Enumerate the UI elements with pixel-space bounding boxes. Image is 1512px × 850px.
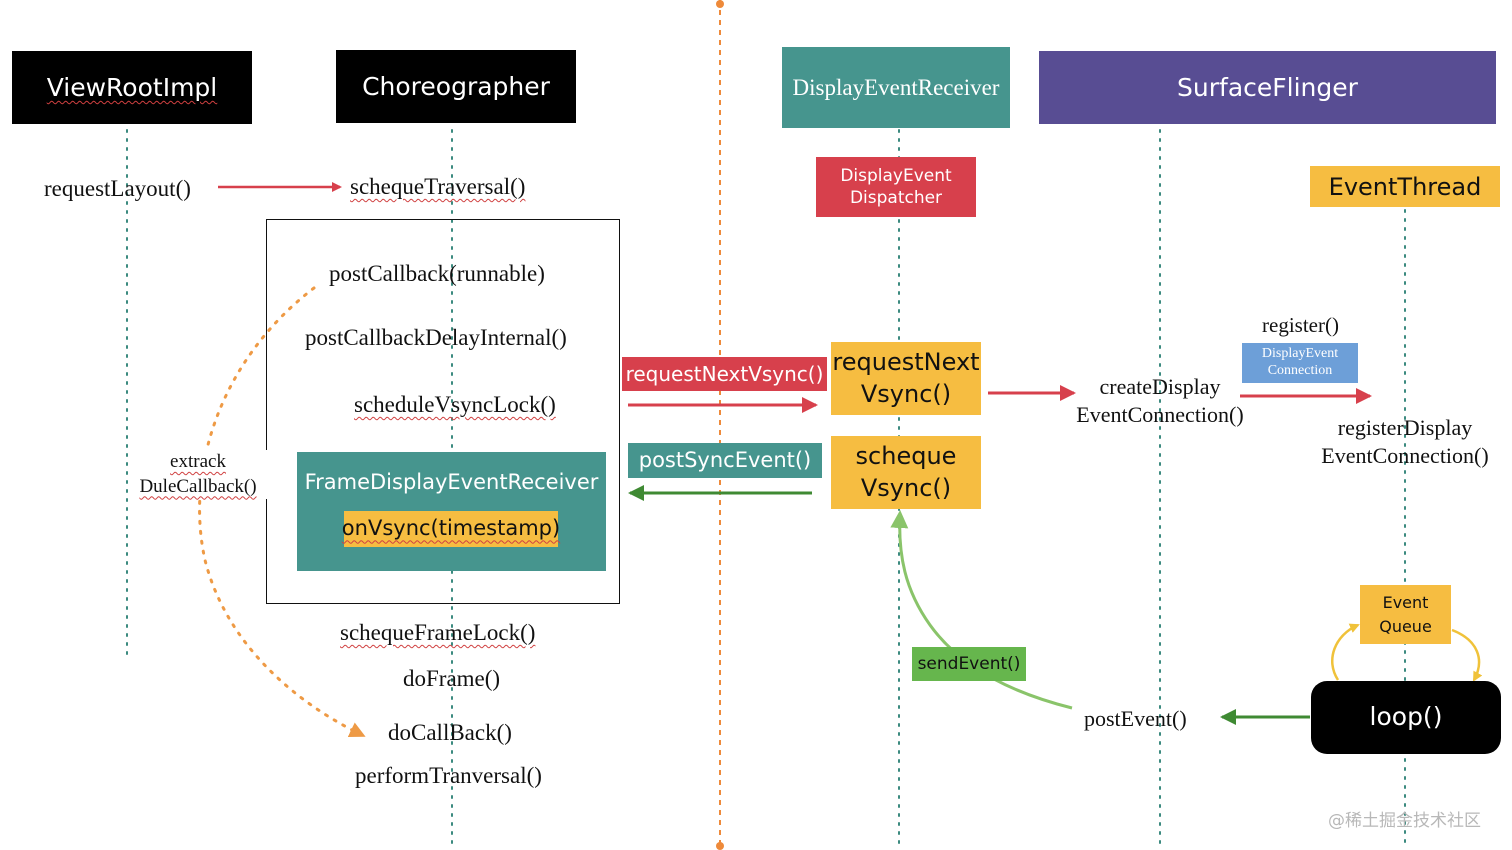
header-surfaceflinger-label: SurfaceFlinger <box>1177 73 1358 102</box>
display-event-connection-box: DisplayEvent Connection <box>1242 343 1358 383</box>
call-create-connection: createDisplay EventConnection() <box>1065 373 1255 428</box>
register-connection-line-2: EventConnection() <box>1321 442 1489 468</box>
event-queue-line-1: Event <box>1382 593 1429 613</box>
call-schedule-vsync-lock: scheduleVsyncLock() <box>354 392 556 417</box>
header-event-thread: EventThread <box>1310 166 1500 207</box>
send-event-label-text: sendEvent() <box>917 653 1021 674</box>
request-next-vsync-box: requestNext Vsync() <box>831 342 981 415</box>
arrow-extract-callback-curve <box>198 286 366 737</box>
watermark: @稀土掘金技术社区 <box>1328 811 1481 831</box>
dispatcher-line-1: DisplayEvent <box>840 165 952 186</box>
event-queue-line-2: Queue <box>1379 616 1432 636</box>
on-vsync-box: onVsync(timestamp) <box>341 511 561 547</box>
header-event-thread-label: EventThread <box>1328 172 1482 201</box>
frame-display-event-receiver-title: FrameDisplayEventReceiver <box>304 470 599 494</box>
frame-display-event-receiver-box: FrameDisplayEventReceiver onVsync(timest… <box>297 452 606 571</box>
header-viewrootimpl-label: ViewRootImpl <box>46 73 218 102</box>
call-register: register() <box>1262 313 1339 337</box>
send-event-label: sendEvent() <box>912 647 1026 681</box>
post-sync-event-label-text: postSyncEvent() <box>638 447 812 472</box>
call-scheque-traversal: schequeTraversal() <box>350 174 526 199</box>
call-do-frame: doFrame() <box>403 666 501 691</box>
header-display-event-receiver: DisplayEventReceiver <box>782 47 1010 128</box>
call-request-layout: requestLayout() <box>44 176 191 201</box>
loop-box: loop() <box>1311 681 1501 754</box>
process-boundary-bottom-dot <box>716 842 724 850</box>
create-connection-line-1: createDisplay <box>1099 374 1221 399</box>
extract-callback-line-2: DuleCallback() <box>139 475 257 497</box>
on-vsync-label: onVsync(timestamp) <box>341 516 561 541</box>
register-connection-line-1: registerDisplay <box>1337 415 1473 440</box>
arrow-send-event-curve <box>890 510 1073 710</box>
display-event-connection-line-2: Connection <box>1267 363 1333 378</box>
display-event-dispatcher-box: DisplayEvent Dispatcher <box>816 157 976 217</box>
scheque-vsync-box: scheque Vsync() <box>831 436 981 509</box>
dispatcher-line-2: Dispatcher <box>849 188 943 208</box>
header-choreographer-label: Choreographer <box>362 72 550 101</box>
header-viewrootimpl: ViewRootImpl <box>12 51 252 124</box>
call-scheque-frame-lock: schequeFrameLock() <box>340 620 536 645</box>
request-next-vsync-label-text: requestNextVsync() <box>625 362 824 386</box>
call-perform-traversal: performTranversal() <box>355 763 542 788</box>
header-surfaceflinger: SurfaceFlinger <box>1039 51 1496 124</box>
arrow-loop-to-queue <box>1331 623 1360 681</box>
arrow-queue-to-loop <box>1451 628 1483 682</box>
request-next-vsync-box-line-1: requestNext <box>832 348 980 377</box>
extract-callback-line-1: extrack <box>170 451 226 472</box>
display-event-connection-line-1: DisplayEvent <box>1261 346 1339 362</box>
header-display-event-receiver-label: DisplayEventReceiver <box>792 74 1000 100</box>
call-post-callback-delay: postCallbackDelayInternal() <box>305 325 567 350</box>
choreographer-callback-frame <box>266 219 620 604</box>
call-register-connection: registerDisplay EventConnection() <box>1305 414 1505 469</box>
request-next-vsync-label: requestNextVsync() <box>622 357 827 391</box>
post-sync-event-label: postSyncEvent() <box>628 443 822 478</box>
call-do-callback: doCallBack() <box>388 720 512 745</box>
header-choreographer: Choreographer <box>336 50 576 123</box>
create-connection-line-2: EventConnection() <box>1076 401 1244 427</box>
scheque-vsync-box-line-1: scheque <box>855 442 957 471</box>
request-next-vsync-box-line-2: Vsync() <box>860 379 952 408</box>
loop-label: loop() <box>1369 702 1443 732</box>
scheque-vsync-box-line-2: Vsync() <box>860 473 952 502</box>
process-boundary-top-dot <box>716 0 724 8</box>
event-queue-box: Event Queue <box>1360 585 1451 644</box>
call-post-event: postEvent() <box>1084 706 1187 731</box>
call-post-callback: postCallback(runnable) <box>329 261 545 286</box>
call-extract-callback: extrack DuleCallback() <box>128 450 268 500</box>
